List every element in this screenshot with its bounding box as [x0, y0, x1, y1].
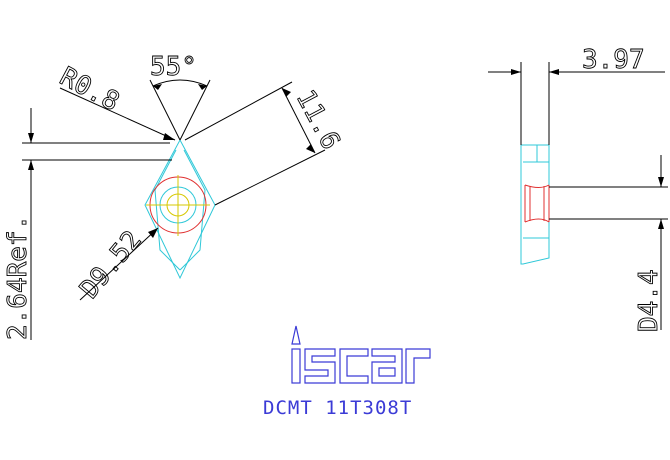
- ref-dimension: 2.64Ref.: [3, 108, 172, 340]
- insert-chamfer-right: [179, 149, 206, 271]
- radius-label: R0.8: [55, 62, 124, 118]
- angle-dimension: 55°: [150, 52, 211, 141]
- thickness-dimension: 3.97: [488, 45, 665, 145]
- part-code: DCMT 11T308T: [263, 397, 412, 419]
- ic-dimension: D9.52: [74, 225, 159, 305]
- edge-dimension: 11.6: [184, 81, 346, 206]
- side-outline: [520, 144, 550, 265]
- iscar-logo: [291, 325, 431, 384]
- insert-outline: [144, 138, 216, 280]
- side-view: [520, 144, 550, 265]
- angle-label: 55°: [150, 52, 197, 82]
- front-view: [144, 138, 216, 280]
- ic-label: D9.52: [74, 225, 147, 304]
- thickness-label: 3.97: [582, 45, 645, 75]
- side-hole: [524, 184, 550, 223]
- insert-chamfer: [154, 149, 181, 271]
- hole-label: D4.4: [634, 269, 664, 332]
- hole-dimension: D4.4: [549, 155, 668, 332]
- ref-label: 2.64Ref.: [3, 215, 33, 340]
